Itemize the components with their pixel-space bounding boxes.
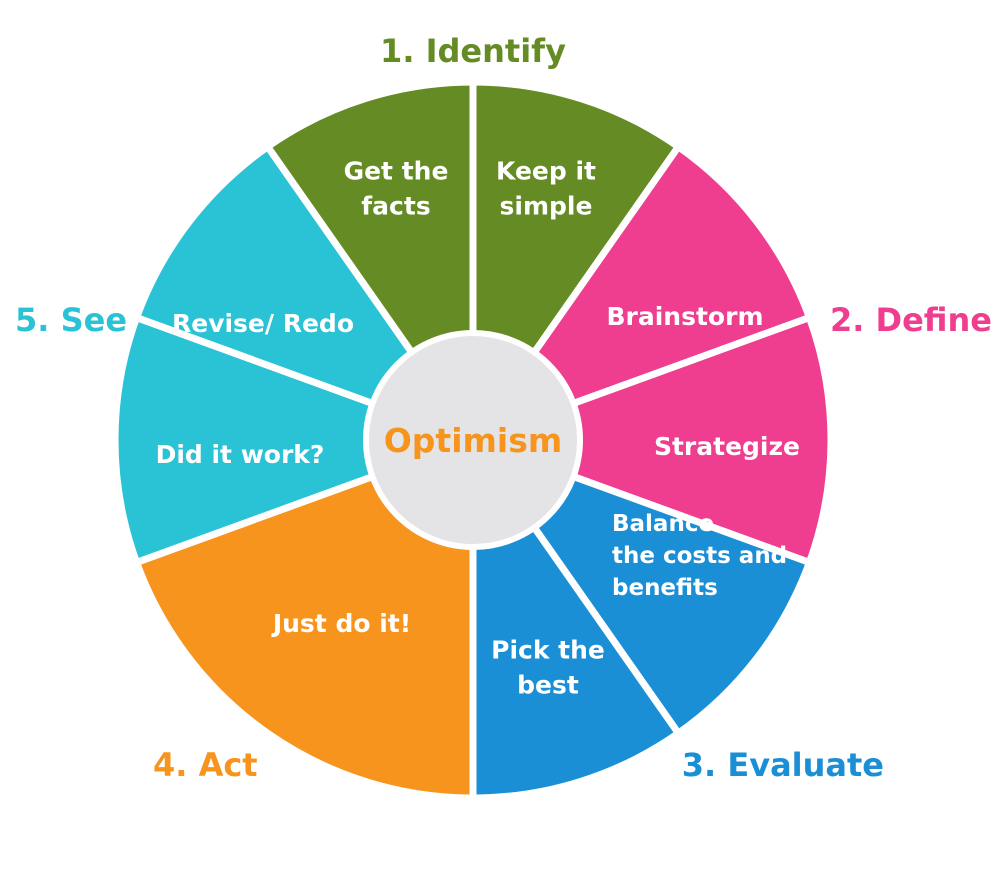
wheel-slice-2-0 (463, 432, 814, 739)
slice-label-line-1-0-0: Brainstorm (606, 302, 763, 331)
slice-label-line-4-0-0: Did it work? (156, 440, 325, 469)
phase-label-define: 2. Define (830, 301, 992, 339)
slice-label-1-0: Brainstorm (606, 302, 763, 331)
wheel-slice-4-0 (111, 313, 484, 567)
slice-label-line-0-1-1: facts (361, 192, 430, 221)
slice-label-4-0: Did it work? (156, 440, 325, 469)
slice-label-2-0: Balance the costs and benefits (612, 511, 787, 601)
slice-label-3-0: Just do it! (271, 609, 411, 638)
phase-label-act: 4. Act (153, 746, 258, 784)
phase-label-evaluate: 3. Evaluate (682, 746, 884, 784)
slice-label-2-1: Pick the best (491, 636, 605, 700)
slice-label-line-2-0-0: Balance (612, 511, 714, 537)
slice-label-line-0-1-0: Get the (344, 157, 449, 186)
phase-label-identify: 1. Identify (380, 32, 566, 70)
slice-label-line-2-0-1: the costs and (612, 543, 787, 569)
slice-label-line-3-0-0: Just do it! (271, 609, 411, 638)
slice-label-line-0-0-1: simple (500, 192, 593, 221)
slice-label-line-2-1-0: Pick the (491, 636, 605, 665)
slice-label-line-1-1-0: Strategize (654, 432, 800, 461)
wheel-slice-1-0 (463, 141, 814, 448)
center-circle (363, 330, 583, 550)
slice-label-line-2-0-2: benefits (612, 575, 718, 601)
wheel-slice-1-1 (462, 313, 835, 567)
slice-label-4-1: Revise/ Redo (172, 309, 354, 338)
slice-label-line-2-1-1: best (517, 671, 579, 700)
slice-label-1-1: Strategize (654, 432, 800, 461)
wheel-slice-labels: Keep it simple Get the factsBrainstormStrat… (156, 157, 800, 700)
wheel-slice-4-1 (132, 141, 483, 448)
slice-label-line-4-1-0: Revise/ Redo (172, 309, 354, 338)
center-label: Optimism (384, 421, 563, 460)
slice-label-0-1: Get the facts (344, 157, 449, 221)
slice-label-line-0-0-0: Keep it (496, 157, 596, 186)
wheel-slice-3-0 (132, 435, 477, 802)
slice-label-0-0: Keep it simple (496, 157, 596, 221)
phase-label-see: 5. See (15, 301, 127, 339)
